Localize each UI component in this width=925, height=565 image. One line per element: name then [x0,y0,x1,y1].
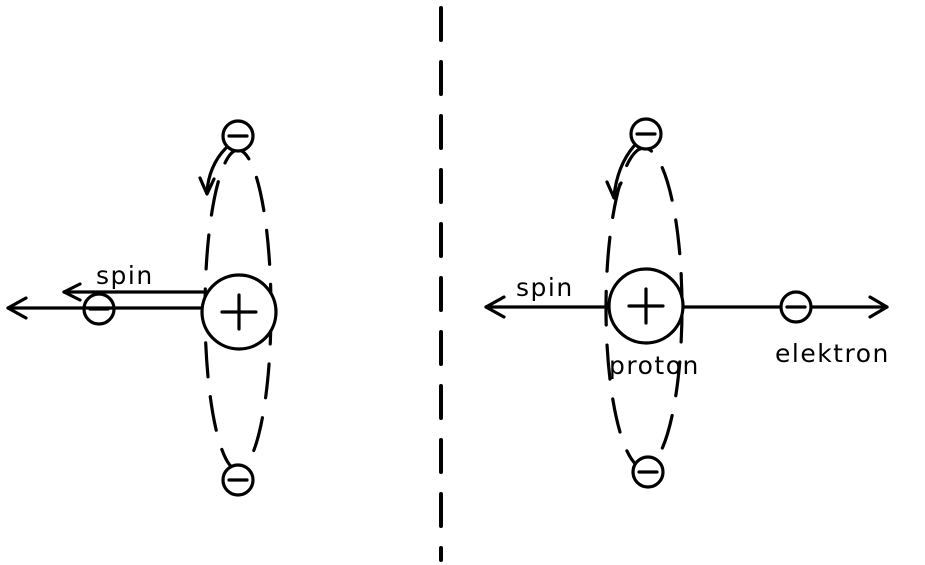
left-orbit-direction-arrow [205,146,228,194]
right-orbit-direction-arrowhead [605,180,623,200]
right-emitted-electron [779,290,813,324]
left-emitted-electron [82,292,116,326]
left-orbit-direction-arrowhead [198,176,216,196]
right-panel: spin proton elektron [484,117,890,489]
left-panel: spin [6,119,278,497]
elektron-label: elektron [775,339,890,368]
right-spin-arrowhead [484,295,506,319]
left-orbit-electron-top [221,119,255,153]
right-orbit-direction-arrow [612,144,636,198]
left-proton [200,273,278,351]
left-orbit-electron-bottom [221,463,255,497]
right-proton [607,267,685,345]
right-electron-arrowhead [868,295,889,319]
right-spin-label: spin [516,273,574,302]
left-spin-label: spin [96,261,154,290]
right-orbit-electron-top [629,117,663,151]
proton-label: proton [609,351,700,380]
left-spin-label-arrowhead [62,282,82,302]
right-orbit-electron-bottom [631,455,665,489]
left-spin-axis-arrowhead [6,296,28,320]
